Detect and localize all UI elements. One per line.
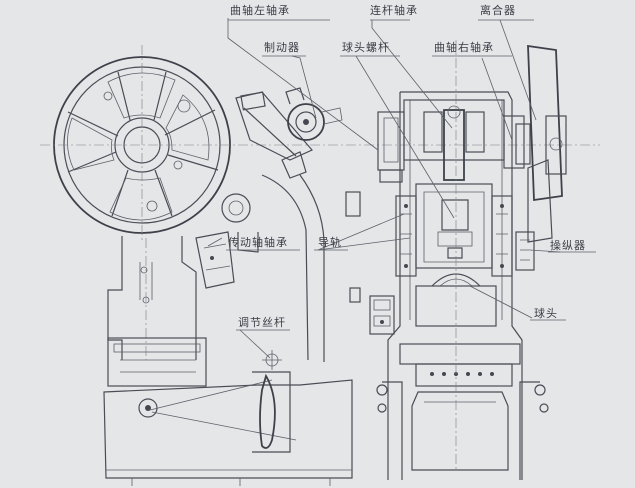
label-drive-shaft-bearing: 传动轴轴承 [228,236,288,249]
right-frame [345,40,567,480]
drive-shaft-bearing [195,231,235,289]
label-adjust-screw: 调节丝杆 [238,316,286,329]
leader-lines [207,18,596,359]
flywheel [40,45,600,240]
label-ball-screw: 球头螺杆 [342,41,390,54]
label-conrod-bearing: 连杆轴承 [370,4,418,17]
label-clutch: 离合器 [480,4,516,17]
label-ball-head: 球头 [534,307,558,320]
bed-holes [430,372,494,376]
label-guide-rail: 导轨 [318,236,342,249]
label-crank-left-bearing: 曲轴左轴承 [230,4,290,17]
left-frame [103,174,353,486]
label-operator: 操纵器 [550,239,586,252]
label-brake: 制动器 [264,41,300,54]
label-crank-right-bearing: 曲轴右轴承 [434,41,494,54]
brake-assembly [235,87,343,179]
